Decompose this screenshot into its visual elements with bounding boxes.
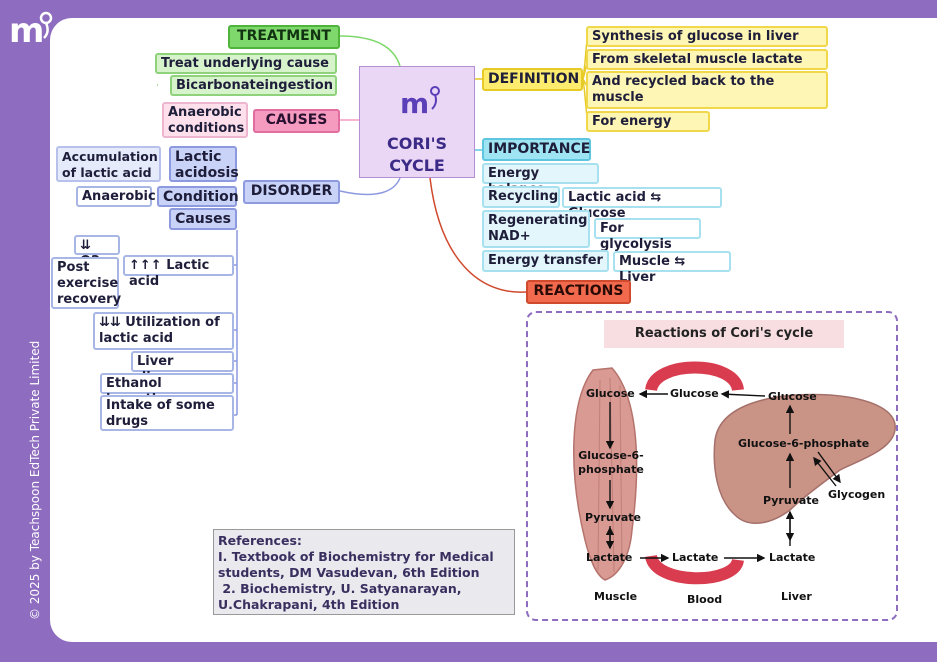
liver-name-label: Liver bbox=[781, 590, 812, 603]
reference-line: 2. Biochemistry, U. Satyanarayan, bbox=[218, 581, 462, 596]
drugs-item: Intake of some drugs bbox=[100, 395, 234, 431]
reactions-panel-title: Reactions of Cori's cycle bbox=[604, 320, 844, 348]
treatment-item: Treat underlying cause bbox=[155, 53, 337, 74]
reference-line: students, DM Vasudevan, 6th Edition bbox=[218, 565, 480, 580]
treatment-node: TREATMENT bbox=[228, 25, 340, 49]
muscle-name-label: Muscle bbox=[594, 590, 638, 603]
muscle-pyruvate-label: Pyruvate bbox=[585, 511, 642, 524]
reactions-node: REACTIONS bbox=[526, 280, 631, 304]
disorder-node: DISORDER bbox=[243, 180, 340, 204]
recycling-item: Recycling bbox=[482, 186, 560, 208]
energy-transfer-detail: Muscle ⇆ Liver bbox=[613, 251, 731, 285]
central-title: CORI'S CYCLE bbox=[386, 134, 448, 175]
utilization-item: ⇊⇊ Utilization of lactic acid bbox=[93, 312, 234, 350]
recycling-detail: Lactic acid ⇆ Glucose bbox=[562, 187, 722, 221]
liver-pyruvate-label: Pyruvate bbox=[763, 494, 820, 507]
central-topic: m CORI'S CYCLE bbox=[359, 66, 475, 178]
causes-node: CAUSES bbox=[253, 109, 340, 133]
muscle-g6p-label: Glucose-6- phosphate bbox=[578, 449, 644, 476]
liver-lactate-label: Lactate bbox=[769, 551, 816, 564]
blood-lactate-label: Lactate bbox=[672, 551, 719, 564]
reference-line: I. Textbook of Biochemistry for Medical bbox=[218, 549, 494, 564]
references-title: References: bbox=[218, 533, 302, 548]
blood-name-label: Blood bbox=[687, 593, 723, 606]
stethoscope-logo-icon: m bbox=[400, 86, 440, 119]
lactic-acid-rise-item: ↑↑↑ Lactic acid bbox=[123, 255, 234, 289]
brand-logo-icon: m bbox=[9, 11, 53, 51]
post-exercise-item: Post exercise recovery bbox=[51, 257, 121, 309]
definition-node: DEFINITION bbox=[482, 68, 583, 91]
muscle-glucose-label: Glucose bbox=[586, 387, 635, 400]
condition-node: Condition bbox=[157, 186, 239, 207]
importance-node: IMPORTANCE bbox=[482, 138, 591, 161]
treatment-item: Bicarbonateingestion bbox=[170, 75, 337, 96]
definition-item: Synthesis of glucose in liver bbox=[586, 26, 828, 47]
definition-item: From skeletal muscle lactate bbox=[586, 49, 828, 70]
lactic-acidosis-node: Lactic acidosis bbox=[169, 146, 239, 182]
muscle-lactate-label: Lactate bbox=[586, 551, 633, 564]
blood-glucose-label: Glucose bbox=[670, 387, 719, 400]
regenerating-detail: For glycolysis bbox=[594, 218, 701, 252]
liver-glycogen-label: Glycogen bbox=[828, 488, 886, 501]
definition-item: For energy bbox=[586, 111, 710, 132]
references-box: References: I. Textbook of Biochemistry … bbox=[213, 529, 515, 615]
causes-item: Anaerobic conditions bbox=[162, 102, 248, 138]
regenerating-item: Regenerating NAD+ bbox=[482, 210, 590, 248]
anaerobic-item: Anaerobic bbox=[76, 186, 156, 207]
liver-g6p-label: Glucose-6-phosphate bbox=[738, 437, 870, 450]
causes-subnode: Causes bbox=[169, 208, 237, 230]
svg-text:m: m bbox=[9, 11, 44, 51]
liver-glucose-label: Glucose bbox=[768, 390, 817, 403]
reference-line: U.Chakrapani, 4th Edition bbox=[218, 597, 400, 612]
accumulation-item: Accumulation of lactic acid bbox=[56, 146, 161, 182]
energy-transfer-item: Energy transfer bbox=[482, 250, 609, 272]
definition-item: And recycled back to the muscle bbox=[586, 71, 828, 109]
svg-text:m: m bbox=[400, 87, 429, 119]
